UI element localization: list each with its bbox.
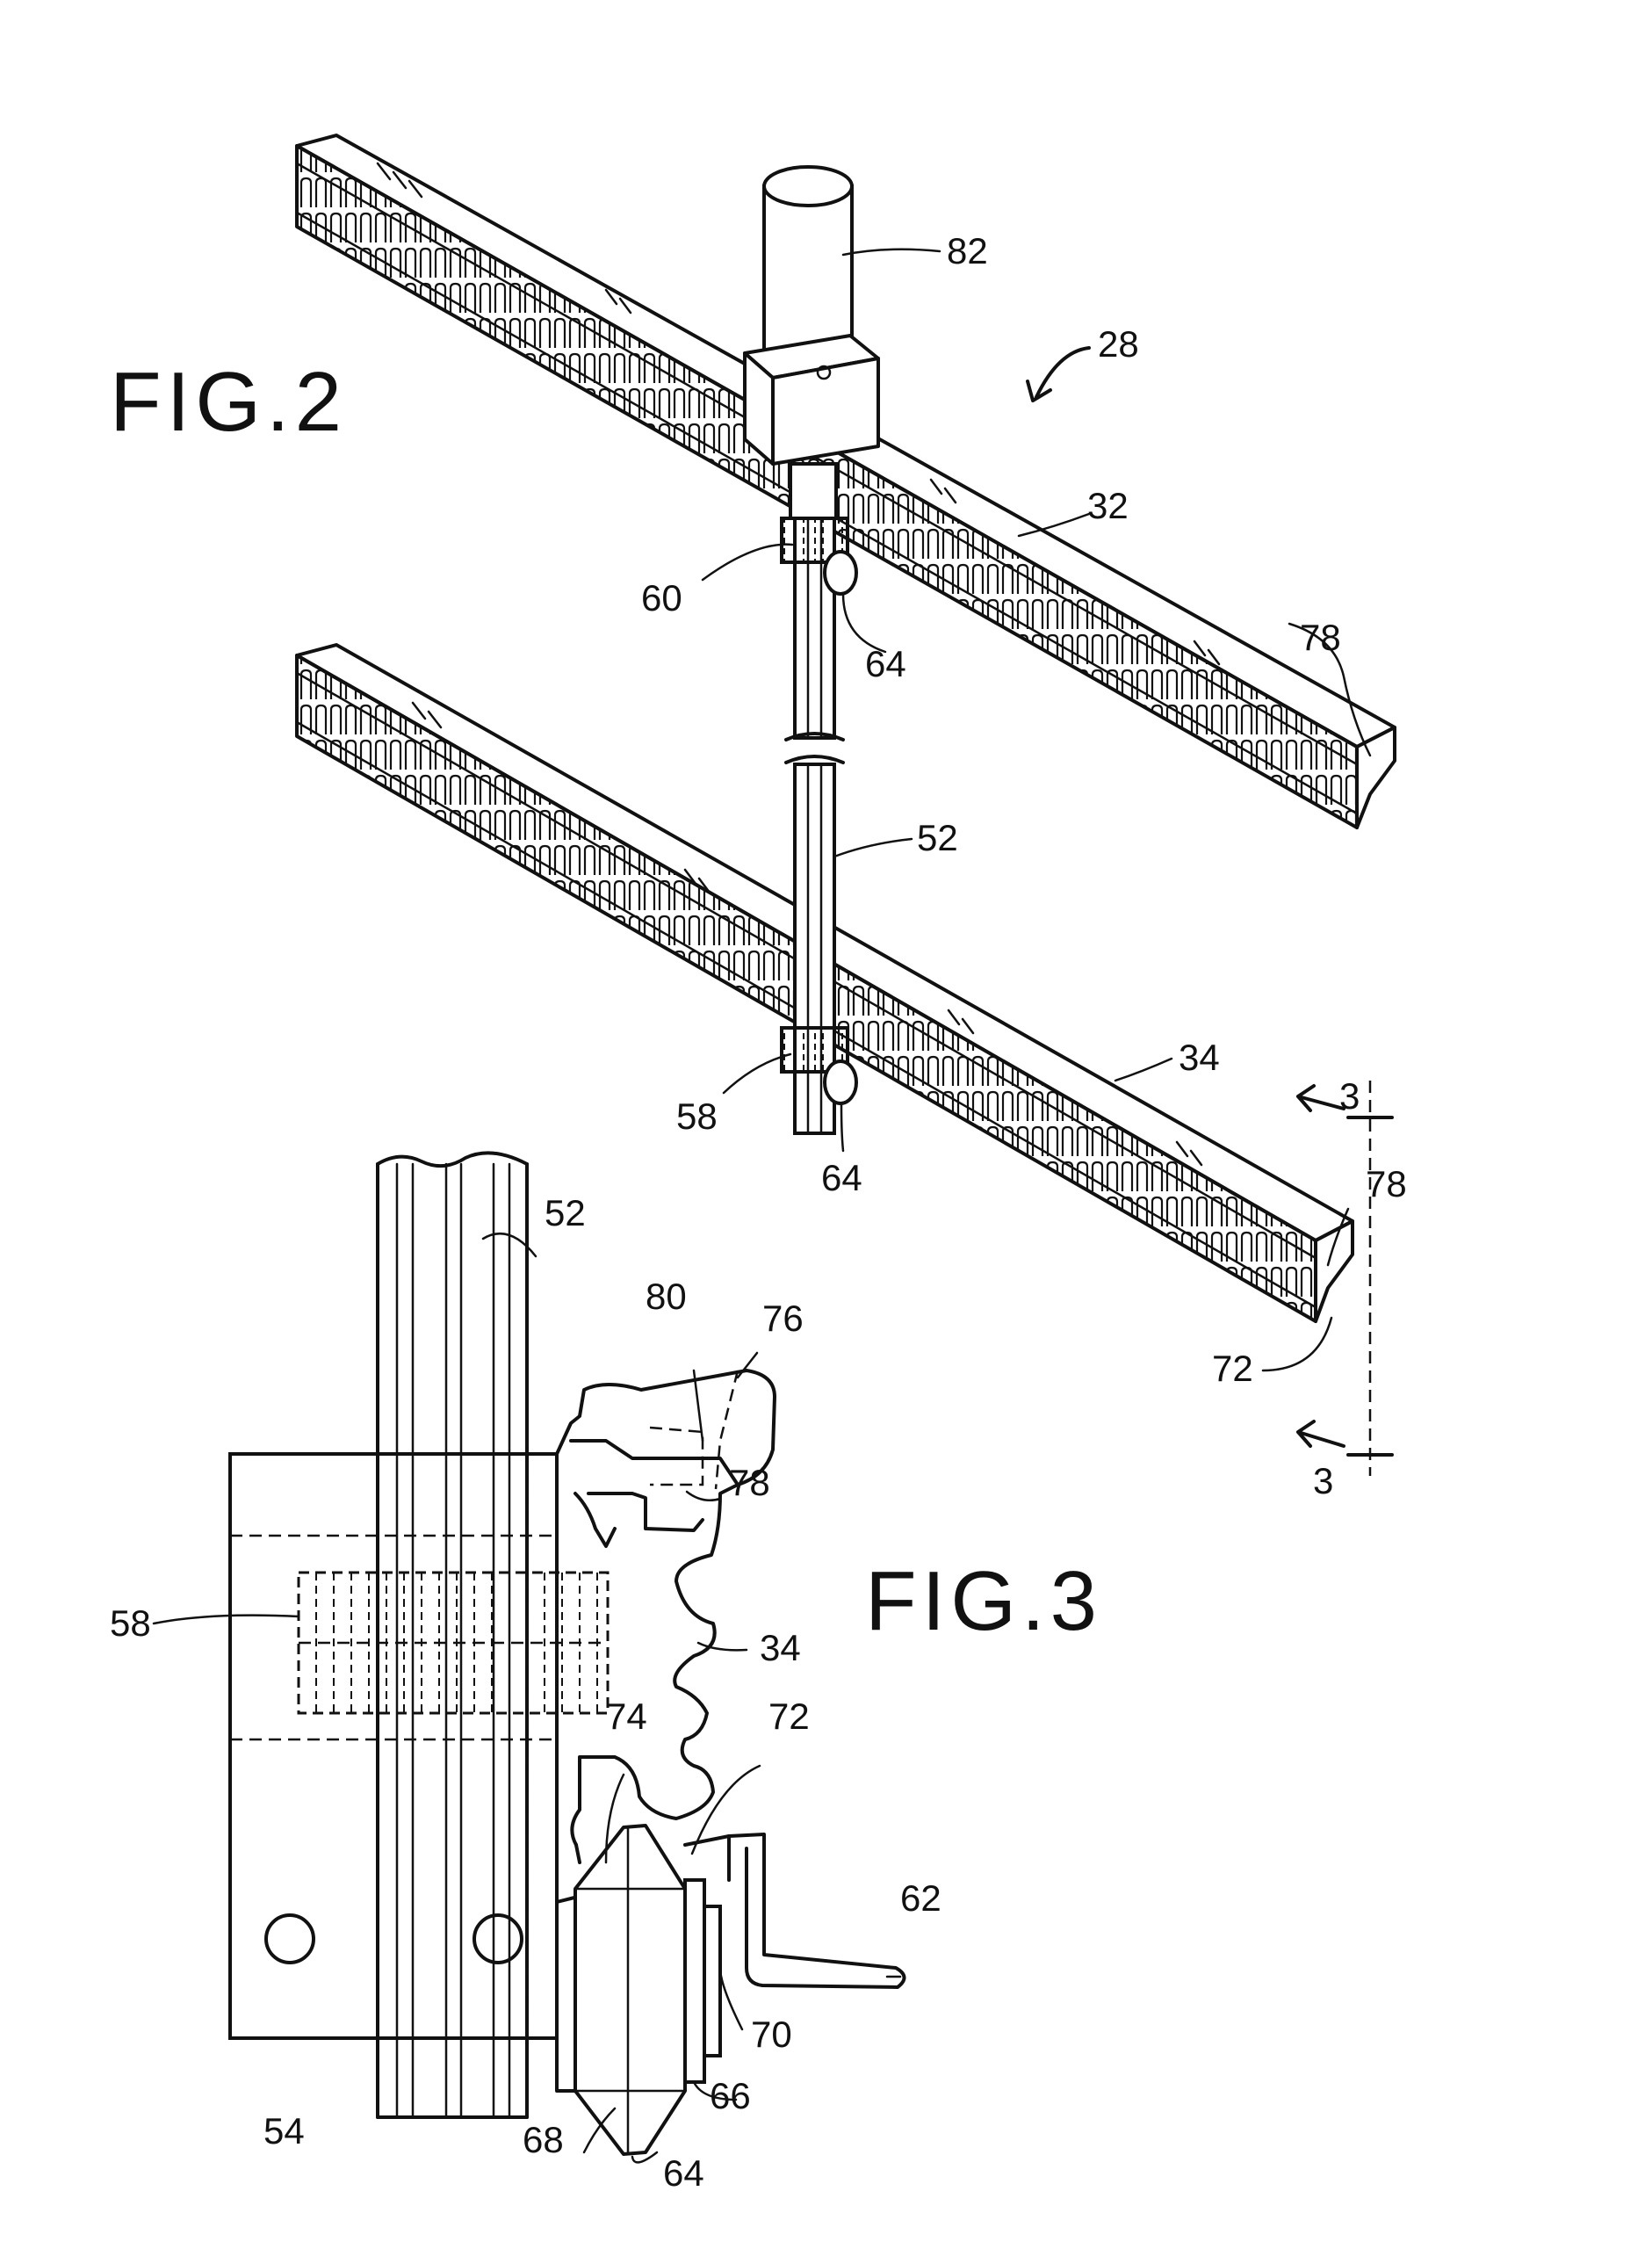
fig3-drawing [152, 1151, 906, 2164]
fig3-label-arm: 62 [900, 1877, 941, 1919]
fig3-label-pinion: 58 [110, 1602, 151, 1644]
label-upper-rail: 32 [1087, 485, 1129, 526]
label-upper-pinion: 60 [641, 577, 682, 618]
fig2-leader-lines [701, 248, 1394, 1476]
label-lower-pinion: 58 [676, 1096, 718, 1137]
label-assembly: 28 [1098, 323, 1139, 365]
fig2-drawing [295, 134, 1396, 1476]
fig3-shaft [376, 1151, 529, 2119]
lower-pinion [780, 1026, 858, 1105]
label-section-top: 3 [1339, 1075, 1360, 1117]
fig3-label-carriage-block: 54 [263, 2110, 305, 2151]
fig2-title: FIG.2 [110, 355, 347, 449]
fig3-label-rack: 34 [760, 1627, 801, 1668]
fig3-label-vee-right: 72 [768, 1696, 810, 1737]
fig3-carriage-block [228, 1452, 559, 2040]
label-lower-roller: 64 [821, 1157, 862, 1198]
fig3-label-dashed-line: 76 [762, 1298, 804, 1339]
fig3-label-bracket-cap: 80 [646, 1276, 687, 1317]
fig3-label-axle: 70 [751, 2014, 792, 2055]
fig3-rail-section [555, 1369, 776, 1864]
fig3-leader-lines [152, 1232, 902, 2164]
fig3-pinion [297, 1571, 610, 1715]
upper-pinion [780, 517, 858, 596]
label-lower-rail-groove: 72 [1212, 1348, 1253, 1389]
fig3-label-shaft: 52 [545, 1192, 586, 1233]
fig3-arm [727, 1833, 906, 1989]
label-lower-rail-edge: 78 [1366, 1163, 1407, 1204]
label-upper-rail-edge: 78 [1300, 617, 1341, 658]
fig3-label-vee-left: 74 [606, 1696, 647, 1737]
fig3-vee-wheel [555, 1824, 731, 2156]
label-upper-roller: 64 [865, 643, 906, 684]
fig3-label-wheel-left: 68 [523, 2119, 564, 2160]
label-lower-rail: 34 [1179, 1037, 1220, 1078]
fig3-label-rail-lip: 78 [729, 1462, 770, 1503]
label-section-bottom: 3 [1313, 1460, 1333, 1501]
motor [743, 165, 880, 520]
fig3-title: FIG.3 [865, 1554, 1102, 1648]
label-motor: 82 [947, 230, 988, 271]
fig3-label-wheel-right: 66 [710, 2075, 751, 2116]
fig3-label-wheel-tip: 64 [663, 2152, 704, 2194]
label-shaft: 52 [917, 817, 958, 858]
